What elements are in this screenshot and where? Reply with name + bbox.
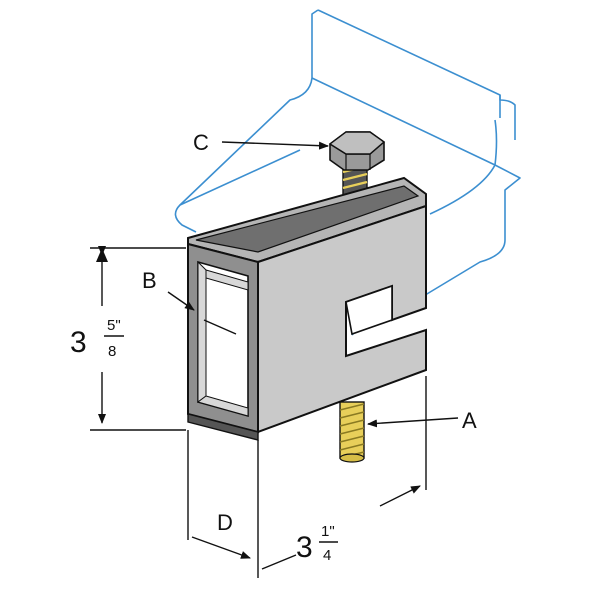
height-whole: 3 <box>70 326 87 359</box>
height-denominator: 8 <box>108 343 116 360</box>
set-screw-icon <box>339 401 365 463</box>
height-dimension <box>90 246 186 431</box>
width-depth-dimensions <box>187 376 427 578</box>
width-denominator: 4 <box>323 547 331 564</box>
clamp-body <box>187 176 427 441</box>
label-d: D <box>217 510 233 535</box>
label-b: B <box>142 268 157 293</box>
hex-bolt-icon <box>328 131 386 208</box>
width-whole: 3 <box>296 531 313 564</box>
label-c: C <box>193 130 209 155</box>
width-numerator: 1" <box>321 523 335 540</box>
i-beam-outline <box>174 9 521 336</box>
height-numerator: 5" <box>107 317 121 334</box>
leader-lines <box>167 141 459 428</box>
label-a: A <box>462 408 477 433</box>
